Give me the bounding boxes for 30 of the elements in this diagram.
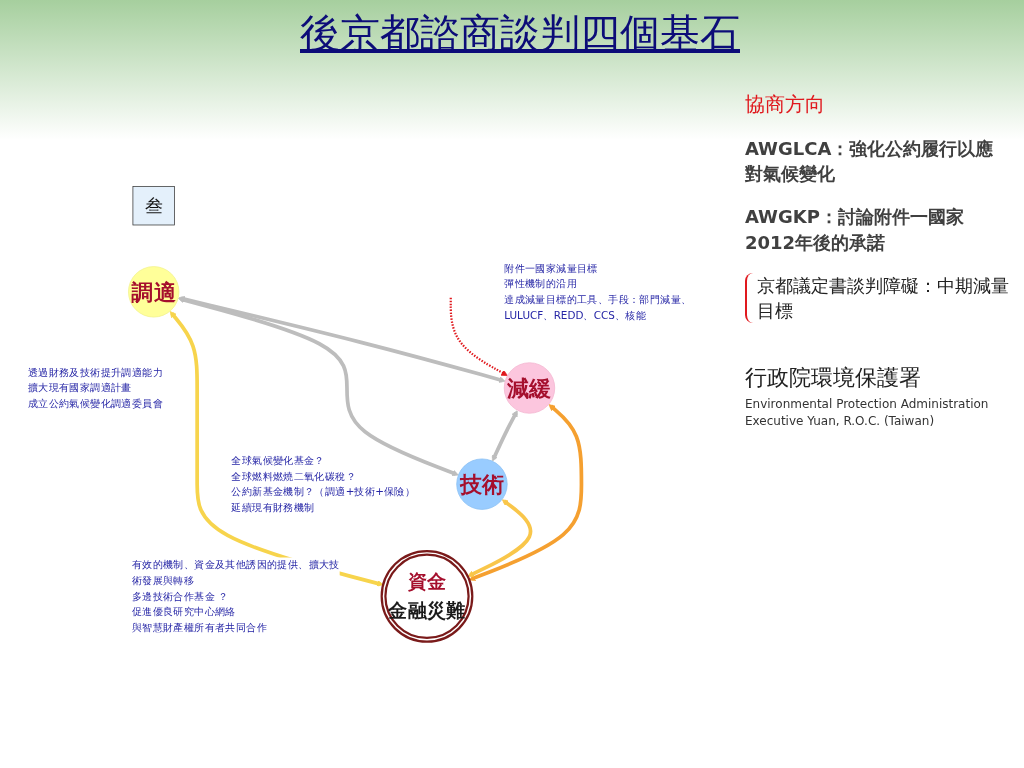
bullet-item: 全球燃料燃燒二氧化碳稅？	[231, 468, 357, 485]
bullet-item: 有效的機制、資金及其他誘因的提供、擴大技術發展與轉移	[131, 557, 340, 589]
direction-label: 協商方向	[745, 91, 826, 118]
double-arrow	[178, 296, 459, 477]
bullet-item: 全球氣候變化基金？	[231, 453, 325, 469]
bullet-item: 擴大現有國家調適計畫	[27, 380, 132, 396]
double-arrow	[467, 499, 533, 577]
bullet-item: 促進優良研究中心網絡	[131, 604, 236, 620]
double-arrow	[491, 410, 518, 462]
double-circle-node: 資金 金融災難	[380, 549, 474, 643]
bracketed-note: 京都議定書談判障礙：中期減量目標	[745, 272, 1010, 324]
bullet-item: 附件一國家減量目標	[504, 260, 598, 277]
arrow	[449, 297, 508, 376]
agency-name: Environmental Protection Administration Executive Yuan, R.O.C. (Taiwan)	[745, 395, 990, 430]
bullet-item: 與智慧財產權所有者共同合作	[131, 619, 268, 636]
bullet-item: 多邊技術合作基金 ？	[131, 588, 229, 605]
bullet-item: 透過財務及技術提升調適能力	[27, 364, 163, 381]
agency-name: 行政院環境保護署	[745, 364, 922, 393]
double-arrow	[178, 296, 506, 383]
circle-node: 減緩	[503, 362, 556, 414]
bullet-item: 成立公約氣候變化調適委員會	[27, 395, 163, 412]
bullet-item: 彈性機制的沿用	[504, 276, 577, 292]
bullet-item: 延續現有財務機制	[231, 499, 315, 516]
double-arrow	[468, 404, 584, 581]
note-text: AWGKP：討論附件一國家2012年後的承諾	[745, 205, 965, 255]
circle-node: 調適	[128, 266, 180, 318]
note-text: AWGLCA：強化公約履行以應對氣候變化	[745, 137, 995, 187]
section-tag: 叁	[132, 186, 175, 226]
circle-node: 技術	[456, 458, 508, 510]
title: 後京都諮商談判四個基石	[299, 9, 741, 58]
